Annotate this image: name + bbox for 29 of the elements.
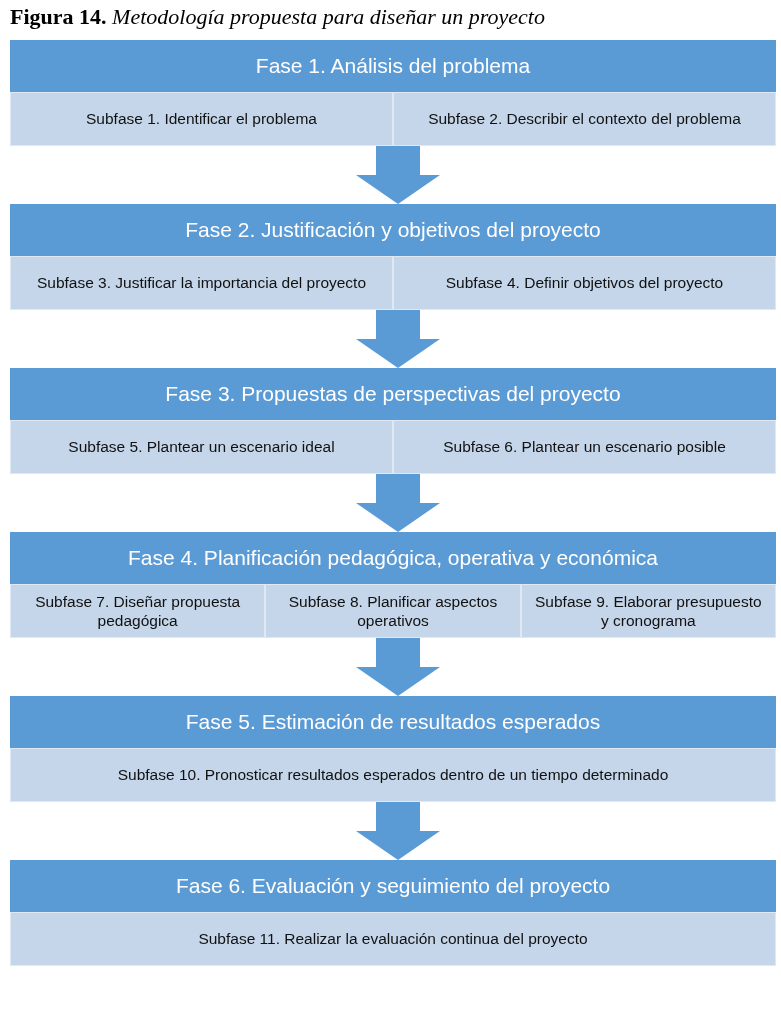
- block-arrow: [356, 474, 440, 532]
- subphase-box: Subfase 1. Identificar el problema: [10, 92, 393, 146]
- block-arrow: [356, 802, 440, 860]
- subphase-box: Subfase 7. Diseñar propuesta pedagógica: [10, 584, 266, 638]
- subphase-box: Subfase 8. Planificar aspectos operativos: [265, 584, 521, 638]
- subphase-box: Subfase 5. Plantear un escenario ideal: [10, 420, 393, 474]
- phase-box: [10, 532, 776, 638]
- phase-box: [10, 696, 776, 802]
- phase-title: Fase 6. Evaluación y seguimiento del proyecto: [174, 873, 612, 899]
- subphase-box: Subfase 10. Pronosticar resultados esperados dentro de un tiempo determinado: [10, 748, 776, 802]
- subphase-box: Subfase 9. Elaborar presupuesto y cronograma: [520, 584, 776, 638]
- subphase-box: Subfase 2. Describir el contexto del problema: [393, 92, 776, 146]
- phase-box: [10, 40, 776, 146]
- phase-title: Fase 2. Justificación y objetivos del proyecto: [184, 217, 602, 243]
- block-arrow: [356, 310, 440, 368]
- phase-title: Fase 5. Estimación de resultados esperados: [184, 709, 602, 735]
- phase-box: [10, 368, 776, 474]
- phase-title: Fase 3. Propuestas de perspectivas del proyecto: [164, 381, 622, 407]
- subphase-box: Subfase 6. Plantear un escenario posible: [393, 420, 776, 474]
- subphase-box: Subfase 4. Definir objetivos del proyecto: [393, 256, 776, 310]
- subphase-box: Subfase 11. Realizar la evaluación continua del proyecto: [10, 912, 776, 966]
- figure-title: Figura 14. Metodología propuesta para diseñar un proyecto: [10, 4, 545, 30]
- phase-title: Fase 1. Análisis del problema: [254, 53, 532, 79]
- block-arrow: [356, 638, 440, 696]
- phase-box: [10, 204, 776, 310]
- subphase-box: Subfase 3. Justificar la importancia del proyecto: [10, 256, 393, 310]
- phase-title: Fase 4. Planificación pedagógica, operativa y económica: [127, 545, 659, 571]
- phase-box: [10, 860, 776, 966]
- block-arrow: [356, 146, 440, 204]
